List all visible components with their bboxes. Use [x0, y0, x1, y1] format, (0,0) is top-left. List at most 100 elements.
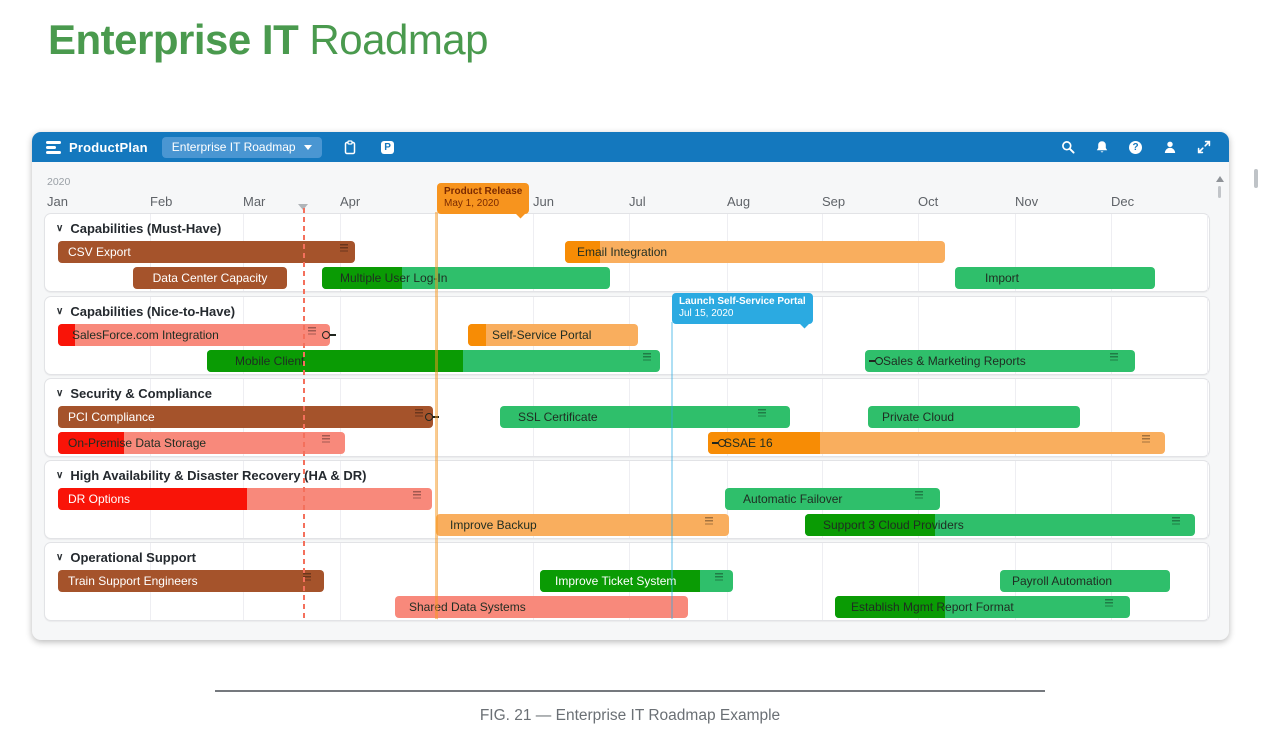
lane-header-high-availability-disaster-recovery-ha-dr[interactable]: ∨High Availability & Disaster Recovery (…	[56, 466, 367, 484]
drag-grip-icon[interactable]	[1172, 517, 1180, 525]
drag-grip-icon[interactable]	[308, 327, 316, 335]
gridline	[437, 214, 438, 291]
timeline-year: 2020	[47, 176, 71, 188]
lane-title: Capabilities (Nice-to-Have)	[70, 303, 236, 319]
milestone-date: May 1, 2020	[444, 198, 500, 209]
drag-grip-icon[interactable]	[1142, 435, 1150, 443]
bar-label: SalesForce.com Integration	[72, 328, 219, 342]
private-cloud-bar[interactable]: Private Cloud	[868, 406, 1080, 428]
help-icon[interactable]: ?	[1128, 140, 1143, 155]
gridline	[1207, 297, 1208, 374]
sales-marketing-reports-bar[interactable]: Sales & Marketing Reports	[865, 350, 1135, 372]
drag-grip-icon[interactable]	[915, 491, 923, 499]
swimlane-high-availability-disaster-recovery-ha-dr: ∨High Availability & Disaster Recovery (…	[44, 460, 1210, 539]
improve-ticket-system-bar[interactable]: Improve Ticket System	[540, 570, 733, 592]
payroll-automation-bar[interactable]: Payroll Automation	[1000, 570, 1170, 592]
bar-start-segment	[565, 241, 600, 263]
gridline	[918, 297, 919, 374]
drag-grip-icon[interactable]	[758, 409, 766, 417]
bar-label: Automatic Failover	[743, 492, 843, 506]
dependency-key-icon[interactable]	[712, 439, 726, 447]
bar-label: Mobile Client	[235, 354, 305, 368]
multiple-user-log-in-bar[interactable]: Multiple User Log-In	[322, 267, 610, 289]
window-scrollbar-thumb[interactable]	[1218, 186, 1221, 198]
salesforce-com-integration-bar[interactable]: SalesForce.com Integration	[58, 324, 336, 346]
gridline	[1111, 214, 1112, 291]
drag-grip-icon[interactable]	[415, 409, 423, 417]
support-3-cloud-providers-bar[interactable]: Support 3 Cloud Providers	[805, 514, 1195, 536]
drag-grip-icon[interactable]	[303, 573, 311, 581]
gridline	[1207, 214, 1208, 291]
improve-backup-bar[interactable]: Improve Backup	[436, 514, 729, 536]
import-bar[interactable]: Import	[955, 267, 1155, 289]
p-badge-icon[interactable]: P	[378, 137, 398, 157]
milestone-title: Launch Self-Service Portal	[679, 296, 806, 307]
lane-header-capabilities-nice-to-have[interactable]: ∨Capabilities (Nice-to-Have)	[56, 302, 235, 320]
header-right-icons: ?	[1060, 140, 1229, 155]
month-label-feb: Feb	[150, 194, 173, 209]
bar-start-segment	[322, 267, 402, 289]
bar-start-segment	[58, 432, 124, 454]
dependency-key-icon[interactable]	[869, 357, 883, 365]
chevron-down-icon	[303, 144, 312, 150]
shared-data-systems-bar[interactable]: Shared Data Systems	[395, 596, 688, 618]
bar-label: On-Premise Data Storage	[68, 436, 207, 450]
gridline	[629, 461, 630, 538]
drag-grip-icon[interactable]	[643, 353, 651, 361]
lane-title: Capabilities (Must-Have)	[70, 220, 222, 236]
drag-grip-icon[interactable]	[715, 573, 723, 581]
ssl-certificate-bar[interactable]: SSL Certificate	[500, 406, 790, 428]
drag-grip-icon[interactable]	[1105, 599, 1113, 607]
csv-export-bar[interactable]: CSV Export	[58, 241, 355, 263]
drag-grip-icon[interactable]	[413, 491, 421, 499]
gridline	[727, 297, 728, 374]
automatic-failover-bar[interactable]: Automatic Failover	[725, 488, 940, 510]
train-support-engineers-bar[interactable]: Train Support Engineers	[58, 570, 324, 592]
email-integration-bar[interactable]: Email Integration	[565, 241, 945, 263]
gridline	[1207, 379, 1208, 456]
month-label-jul: Jul	[629, 194, 646, 209]
roadmap-selector[interactable]: Enterprise IT Roadmap	[161, 136, 322, 158]
lane-header-operational-support[interactable]: ∨Operational Support	[56, 548, 196, 566]
drag-grip-icon[interactable]	[705, 517, 713, 525]
dr-options-bar[interactable]: DR Options	[58, 488, 432, 510]
search-icon[interactable]	[1060, 140, 1075, 155]
mobile-client-bar[interactable]: Mobile Client	[207, 350, 660, 372]
milestone-line-product-release	[435, 212, 438, 619]
lane-header-security-compliance[interactable]: ∨Security & Compliance	[56, 384, 212, 402]
dependency-key-icon[interactable]	[322, 331, 336, 339]
gridline	[437, 543, 438, 620]
lane-title: Security & Compliance	[70, 385, 212, 401]
notifications-bell-icon[interactable]	[1094, 140, 1109, 155]
page-title-regular: Roadmap	[298, 16, 489, 63]
gridline	[1207, 543, 1208, 620]
month-label-jun: Jun	[533, 194, 554, 209]
ssae-16-bar[interactable]: SSAE 16	[708, 432, 1165, 454]
drag-grip-icon[interactable]	[322, 435, 330, 443]
drag-grip-icon[interactable]	[1110, 353, 1118, 361]
lane-header-capabilities-must-have[interactable]: ∨ Capabilities (Must-Have)	[56, 219, 221, 237]
clipboard-icon[interactable]	[340, 137, 360, 157]
page-scrollbar-thumb[interactable]	[1254, 169, 1258, 188]
bar-start-segment	[540, 570, 700, 592]
page-title-bold: Enterprise IT	[48, 16, 299, 63]
gridline	[437, 461, 438, 538]
bar-label: CSV Export	[68, 245, 131, 259]
chevron-down-icon: ∨	[56, 222, 64, 234]
brand-label: ProductPlan	[69, 139, 148, 155]
pci-compliance-bar[interactable]: PCI Compliance	[58, 406, 439, 428]
expand-icon[interactable]	[1196, 140, 1211, 155]
bar-label: Email Integration	[577, 245, 668, 259]
data-center-capacity-bar[interactable]: Data Center Capacity	[133, 267, 287, 289]
scroll-up-arrow-icon[interactable]	[1216, 176, 1224, 182]
self-service-portal-bar[interactable]: Self-Service Portal	[468, 324, 638, 346]
establish-mgmt-report-format-bar[interactable]: Establish Mgmt Report Format	[835, 596, 1130, 618]
drag-grip-icon[interactable]	[340, 244, 348, 252]
lane-title: High Availability & Disaster Recovery (H…	[70, 467, 367, 483]
user-icon[interactable]	[1162, 140, 1177, 155]
on-premise-data-storage-bar[interactable]: On-Premise Data Storage	[58, 432, 345, 454]
